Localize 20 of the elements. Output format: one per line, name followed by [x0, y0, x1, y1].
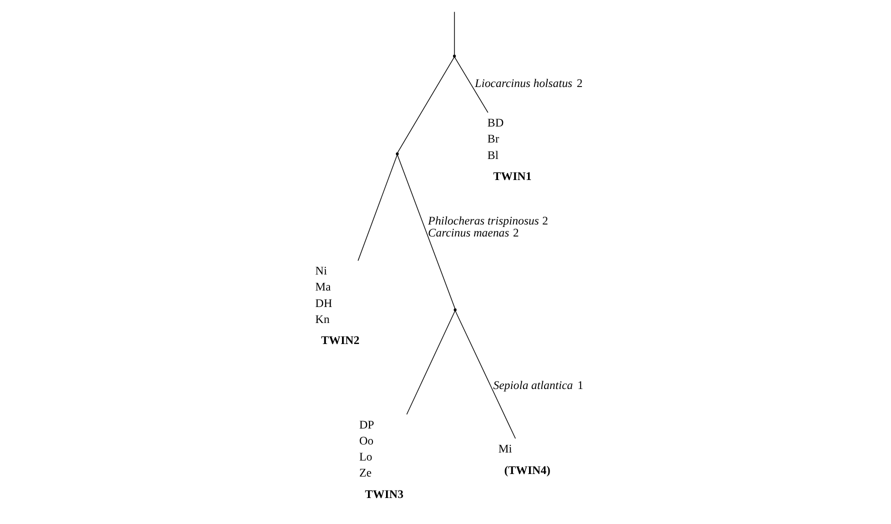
- connector: [454, 310, 516, 439]
- node-label: TWIN2: [320, 334, 359, 348]
- node-label: (TWIN4): [504, 464, 550, 477]
- edge-label: Liocarcinus holsatus 2: [474, 77, 582, 90]
- connector: [357, 154, 397, 262]
- connector: [454, 57, 488, 113]
- edge-label: Philocheras trispinosus 2 Carcinus maenas 2: [428, 214, 548, 240]
- node-text: Mi: [498, 442, 512, 456]
- node-label: TWIN3: [364, 488, 403, 501]
- node-point: [453, 308, 456, 312]
- node-text: BD Br Bl: [486, 116, 504, 162]
- connector: [406, 310, 455, 415]
- node-point: [395, 152, 398, 156]
- connector: [396, 57, 454, 153]
- node-text: DP Oo Lo Ze: [358, 418, 374, 480]
- edge-label: Sepiola atlantica 1: [492, 378, 583, 392]
- node-label: TWIN1: [492, 170, 532, 184]
- connector: [396, 154, 455, 310]
- node-text: Ni Ma DH Kn: [314, 264, 332, 326]
- node-point: [452, 54, 456, 58]
